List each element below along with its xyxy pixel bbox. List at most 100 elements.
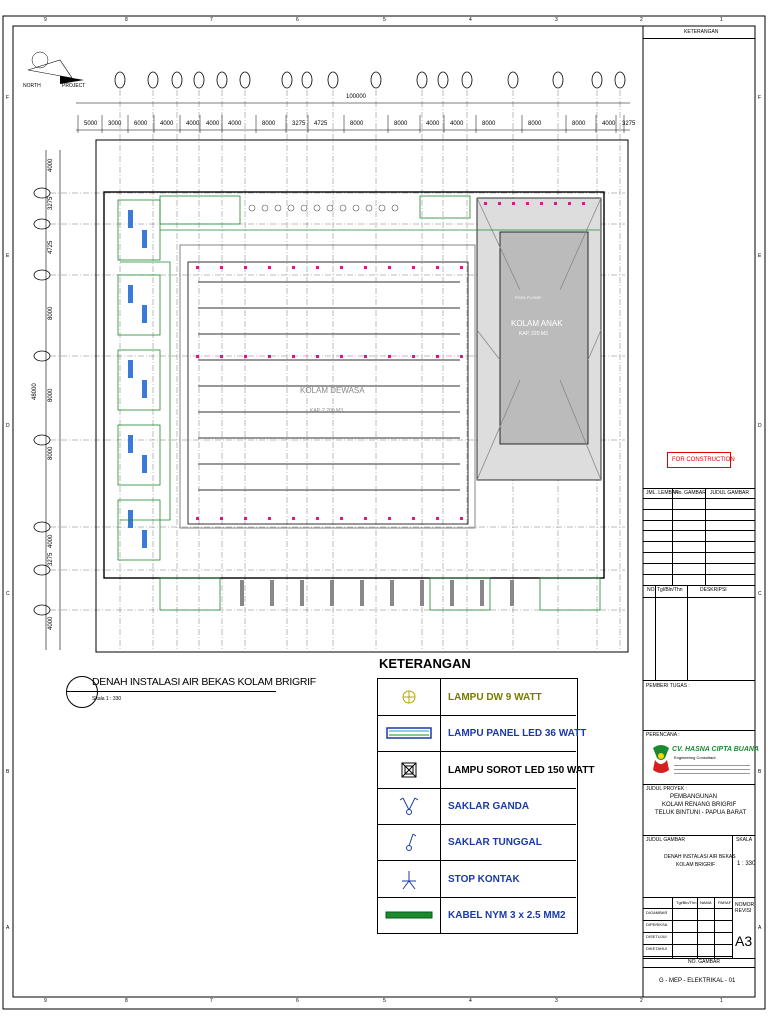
- dimension-left: 3275: [48, 552, 54, 566]
- column: [480, 580, 484, 606]
- legend-box: [377, 678, 578, 934]
- dimension-top: 4000: [450, 121, 464, 127]
- tb-col-line: [672, 897, 673, 958]
- tb-sign-row: DIKETAHUI: [646, 946, 668, 951]
- dimension-top: 8000: [394, 121, 408, 127]
- light-fixture: [292, 355, 295, 358]
- dimension-left: 4000: [48, 616, 54, 630]
- tb-sign-col: Tgl/Bln/Thn: [676, 900, 697, 905]
- shower-fixture: [248, 204, 256, 212]
- legend-item-label: SAKLAR TUNGGAL: [448, 837, 542, 849]
- panel-led: [142, 530, 147, 548]
- tb-sign-col: NAMA: [700, 900, 712, 905]
- grid-bubble: [33, 604, 51, 616]
- legend-item: LAMPU DW 9 WATT: [378, 679, 576, 716]
- light-fixture: [388, 355, 391, 358]
- tb-sign-row: DIGAMBAR: [646, 910, 668, 915]
- grid-row-left: C: [6, 591, 10, 597]
- shower-fixture: [352, 204, 360, 212]
- room-outline: [117, 274, 161, 336]
- shower-fixture: [261, 204, 269, 212]
- tb-judul-gambar-2: KOLAM BRIGRIF: [676, 862, 716, 868]
- dimension-top: 8000: [482, 121, 496, 127]
- shower-fixture: [365, 204, 373, 212]
- grid-col-bottom: 1: [720, 998, 723, 1004]
- tb-no-gambar-label: NO. GAMBAR: [688, 959, 720, 965]
- room-outline: [159, 577, 221, 611]
- tb-perencana: PERENCANA :: [646, 732, 680, 738]
- grid-col-top: 7: [210, 17, 213, 23]
- column: [330, 580, 334, 606]
- dimension-top: 4000: [160, 121, 174, 127]
- light-fixture: [268, 517, 271, 520]
- main-pool: [187, 261, 469, 525]
- dimension-left: 3275: [48, 196, 54, 210]
- grid-col-bottom: 4: [469, 998, 472, 1004]
- grid-row-left: E: [6, 253, 10, 259]
- light-fixture: [316, 355, 319, 358]
- light-fixture: [484, 202, 487, 205]
- grid-bubble: [33, 350, 51, 362]
- tb-judul-proyek-label: JUDUL PROYEK :: [646, 786, 687, 792]
- north-circle: [31, 51, 49, 69]
- tb-judul-proyek-1: PEMBANGUNAN: [670, 794, 718, 800]
- panel-led: [142, 455, 147, 473]
- double-switch-icon: [378, 787, 441, 824]
- grid-bubble: [33, 521, 51, 533]
- tb-row-line: [643, 944, 732, 945]
- grid-col-bottom: 5: [383, 998, 386, 1004]
- light-fixture: [292, 517, 295, 520]
- socket-outlet-icon: [378, 860, 441, 897]
- deck-slope-line: [559, 197, 602, 291]
- for-construction-stamp: FOR CONSTRUCTION: [667, 452, 735, 468]
- grid-row-right: F: [758, 95, 762, 101]
- shower-fixture: [300, 204, 308, 212]
- dimension-top: 4725: [314, 121, 328, 127]
- panel-led: [142, 305, 147, 323]
- north-arrow-icon: [27, 59, 73, 79]
- light-fixture: [316, 266, 319, 269]
- kid-pool: [499, 231, 589, 445]
- tb-nomor-revisi: NOMOR REVISI: [735, 902, 755, 914]
- grid-col-top: 1: [720, 17, 723, 23]
- grid-row-left: D: [6, 423, 10, 429]
- project-arrow-icon: [60, 76, 84, 84]
- grid-row-right: C: [758, 591, 762, 597]
- legend-item: KABEL NYM 3 x 2.5 MM2: [378, 896, 576, 933]
- grid-bubble: [552, 71, 564, 89]
- dimension-top: 8000: [350, 121, 364, 127]
- deck-slope-line: [587, 329, 602, 361]
- tb-rev-no: NO.: [647, 587, 656, 593]
- single-switch-icon: [378, 824, 441, 861]
- legend-item: STOP KONTAK: [378, 860, 576, 898]
- tb-line: [732, 835, 733, 897]
- room-outline: [419, 195, 471, 219]
- room-outline: [159, 195, 241, 225]
- grid-bubble: [370, 71, 382, 89]
- tb-line: [643, 897, 755, 898]
- grid-bubble: [591, 71, 603, 89]
- tb-row-line: [643, 932, 732, 933]
- dimension-top: 6000: [134, 121, 148, 127]
- light-fixture: [220, 517, 223, 520]
- grid-row-right: A: [758, 925, 762, 931]
- dimension-left: 4000: [48, 534, 54, 548]
- legend-item-label: KABEL NYM 3 x 2.5 MM2: [448, 909, 566, 921]
- room-outline: [117, 424, 161, 486]
- legend-item: LAMPU SOROT LED 150 WATT: [378, 751, 595, 789]
- grid-bubble: [193, 71, 205, 89]
- tb-judul-gambar-label: JUDUL GAMBAR: [646, 837, 685, 843]
- light-fixture: [220, 266, 223, 269]
- column: [240, 580, 244, 606]
- deck-slope-line: [476, 329, 501, 361]
- project-label: PROJECT: [62, 83, 86, 89]
- legend-item-label: LAMPU DW 9 WATT: [448, 692, 542, 703]
- light-fixture: [460, 517, 463, 520]
- tb-rev-date: Tgl/Bln/Thn: [657, 587, 683, 593]
- tb-sign-row: DISETUJUI: [646, 934, 667, 939]
- light-fixture: [244, 517, 247, 520]
- light-fixture: [436, 517, 439, 520]
- panel-led: [128, 360, 133, 378]
- grid-col-bottom: 8: [125, 998, 128, 1004]
